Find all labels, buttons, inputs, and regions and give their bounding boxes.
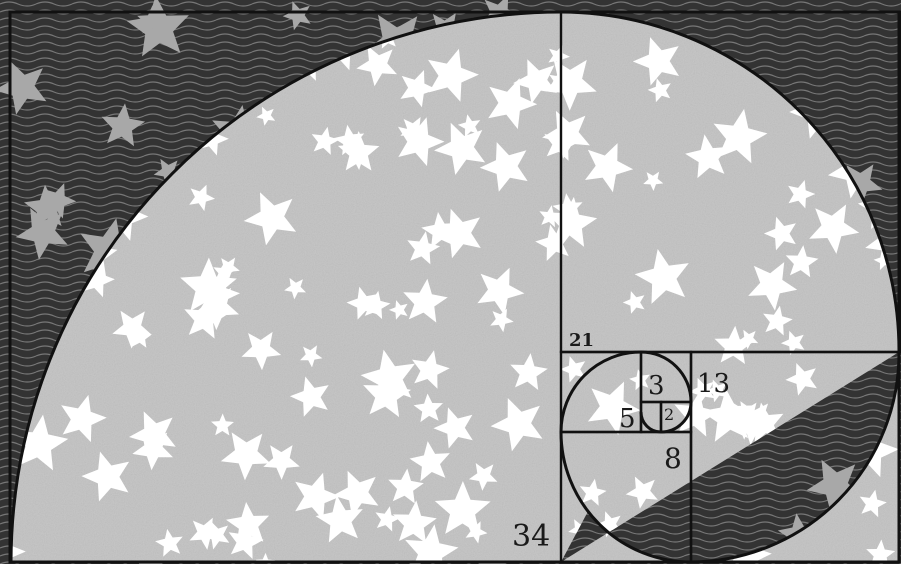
label-8: 8: [664, 442, 682, 475]
label-21: 21: [569, 330, 594, 351]
label-34: 34: [512, 519, 550, 554]
label-3: 3: [648, 371, 665, 401]
label-13: 13: [697, 369, 730, 399]
label-5: 5: [619, 404, 636, 434]
label-2: 2: [664, 405, 674, 424]
